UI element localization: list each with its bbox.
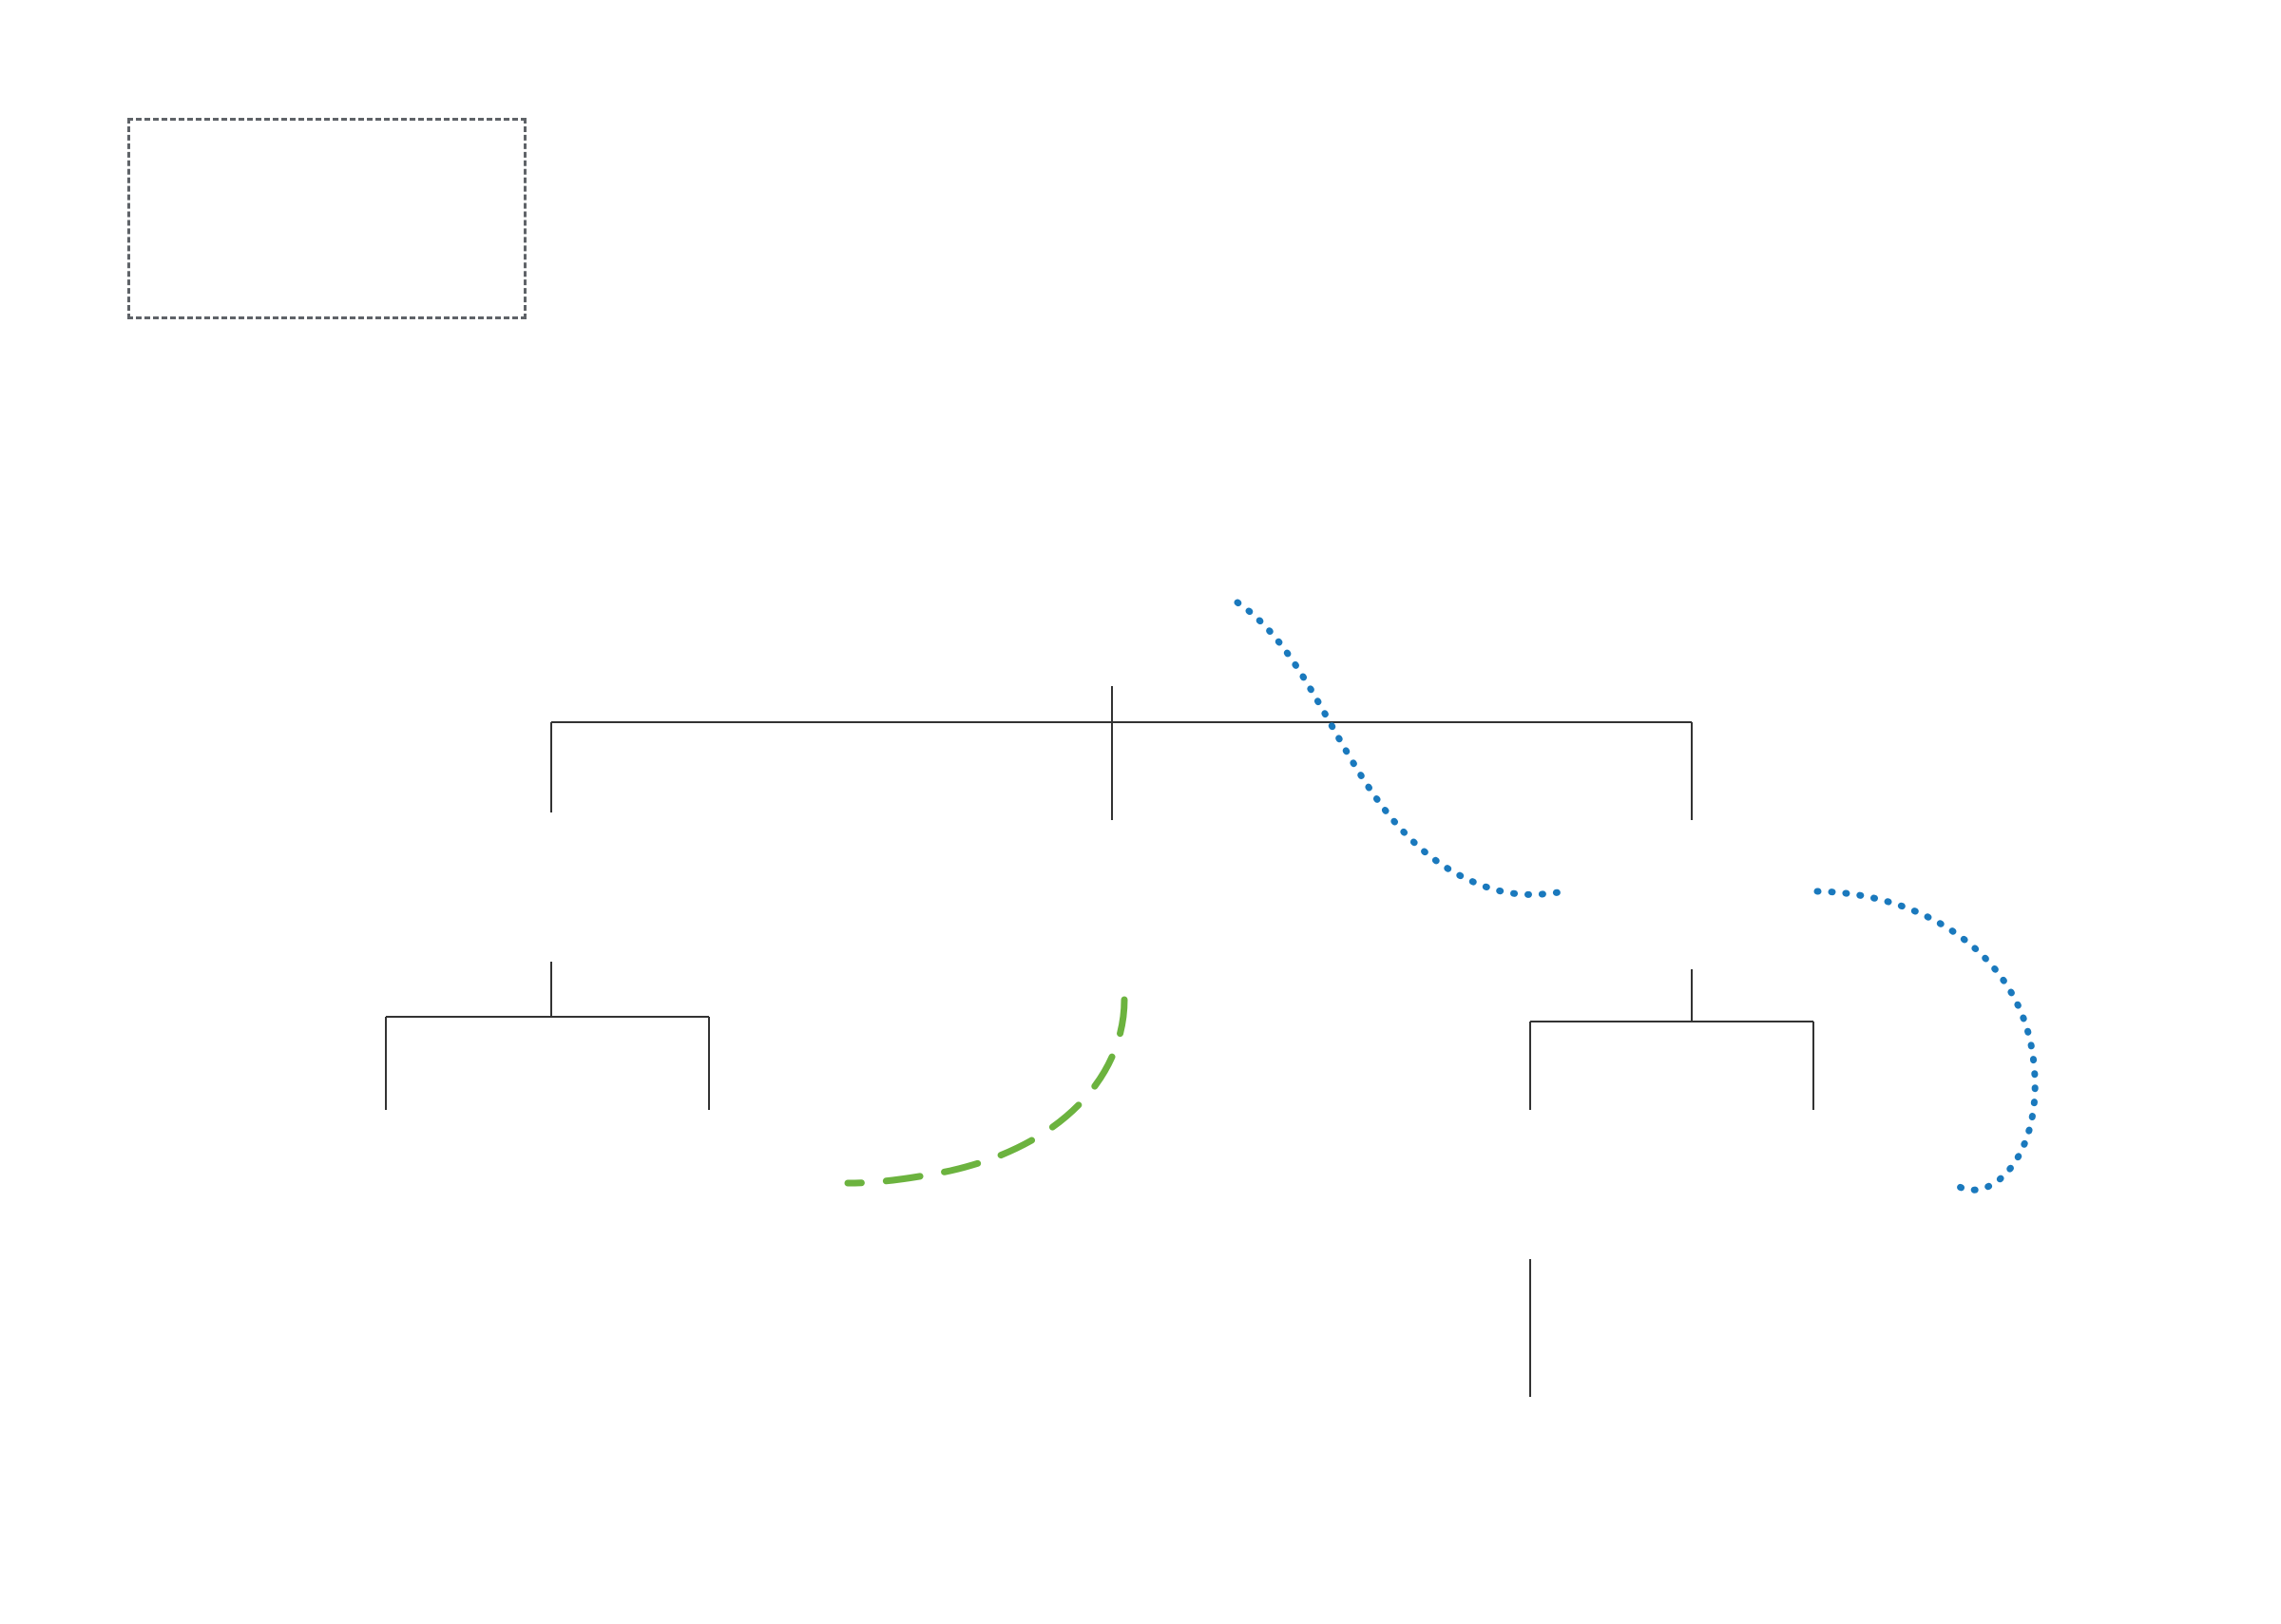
account-logo-placeholder[interactable]	[127, 118, 527, 319]
sales-path-right-to-leaf	[1813, 888, 2039, 1194]
sales-path-root-to-right	[1234, 599, 1570, 898]
healthy-relation-edge	[844, 996, 1128, 1187]
